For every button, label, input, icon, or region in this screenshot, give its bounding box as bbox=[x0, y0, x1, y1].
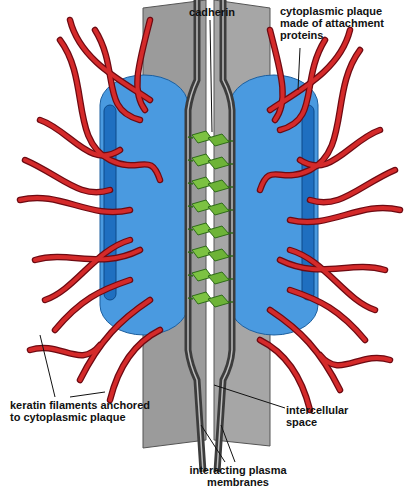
leader-line bbox=[214, 385, 285, 408]
part-label: intercellular space bbox=[286, 404, 356, 428]
cadherin-molecule bbox=[188, 154, 233, 169]
part-label: keratin filaments anchored to cytoplasmi… bbox=[10, 399, 150, 423]
leader-line bbox=[201, 425, 225, 462]
leader-line bbox=[221, 425, 235, 462]
part-label: cadherin bbox=[180, 6, 244, 18]
part-label: interacting plasma membranes bbox=[178, 464, 298, 488]
keratin-filament bbox=[20, 20, 160, 400]
cadherin-molecule bbox=[188, 269, 233, 284]
leader-line bbox=[40, 335, 55, 397]
membrane-highlight bbox=[188, 0, 203, 472]
cadherin-molecule bbox=[188, 223, 233, 238]
cadherin-molecule bbox=[188, 177, 233, 192]
plasma-membrane bbox=[188, 0, 203, 472]
cytoplasmic-plaque bbox=[100, 75, 188, 335]
keratin-filament bbox=[260, 30, 400, 410]
leader-line bbox=[70, 392, 105, 397]
plaque-edge bbox=[104, 105, 116, 300]
leader-line bbox=[298, 48, 300, 90]
cadherin-molecule bbox=[188, 131, 233, 146]
keratin-filament bbox=[260, 30, 400, 410]
part-label: cytoplasmic plaque made of attachment pr… bbox=[280, 5, 395, 41]
leader-line bbox=[210, 20, 212, 132]
keratin-filament bbox=[20, 20, 160, 400]
cadherin-molecule bbox=[188, 200, 233, 215]
cadherin-molecule bbox=[188, 246, 233, 261]
cadherin-molecule bbox=[188, 292, 233, 307]
